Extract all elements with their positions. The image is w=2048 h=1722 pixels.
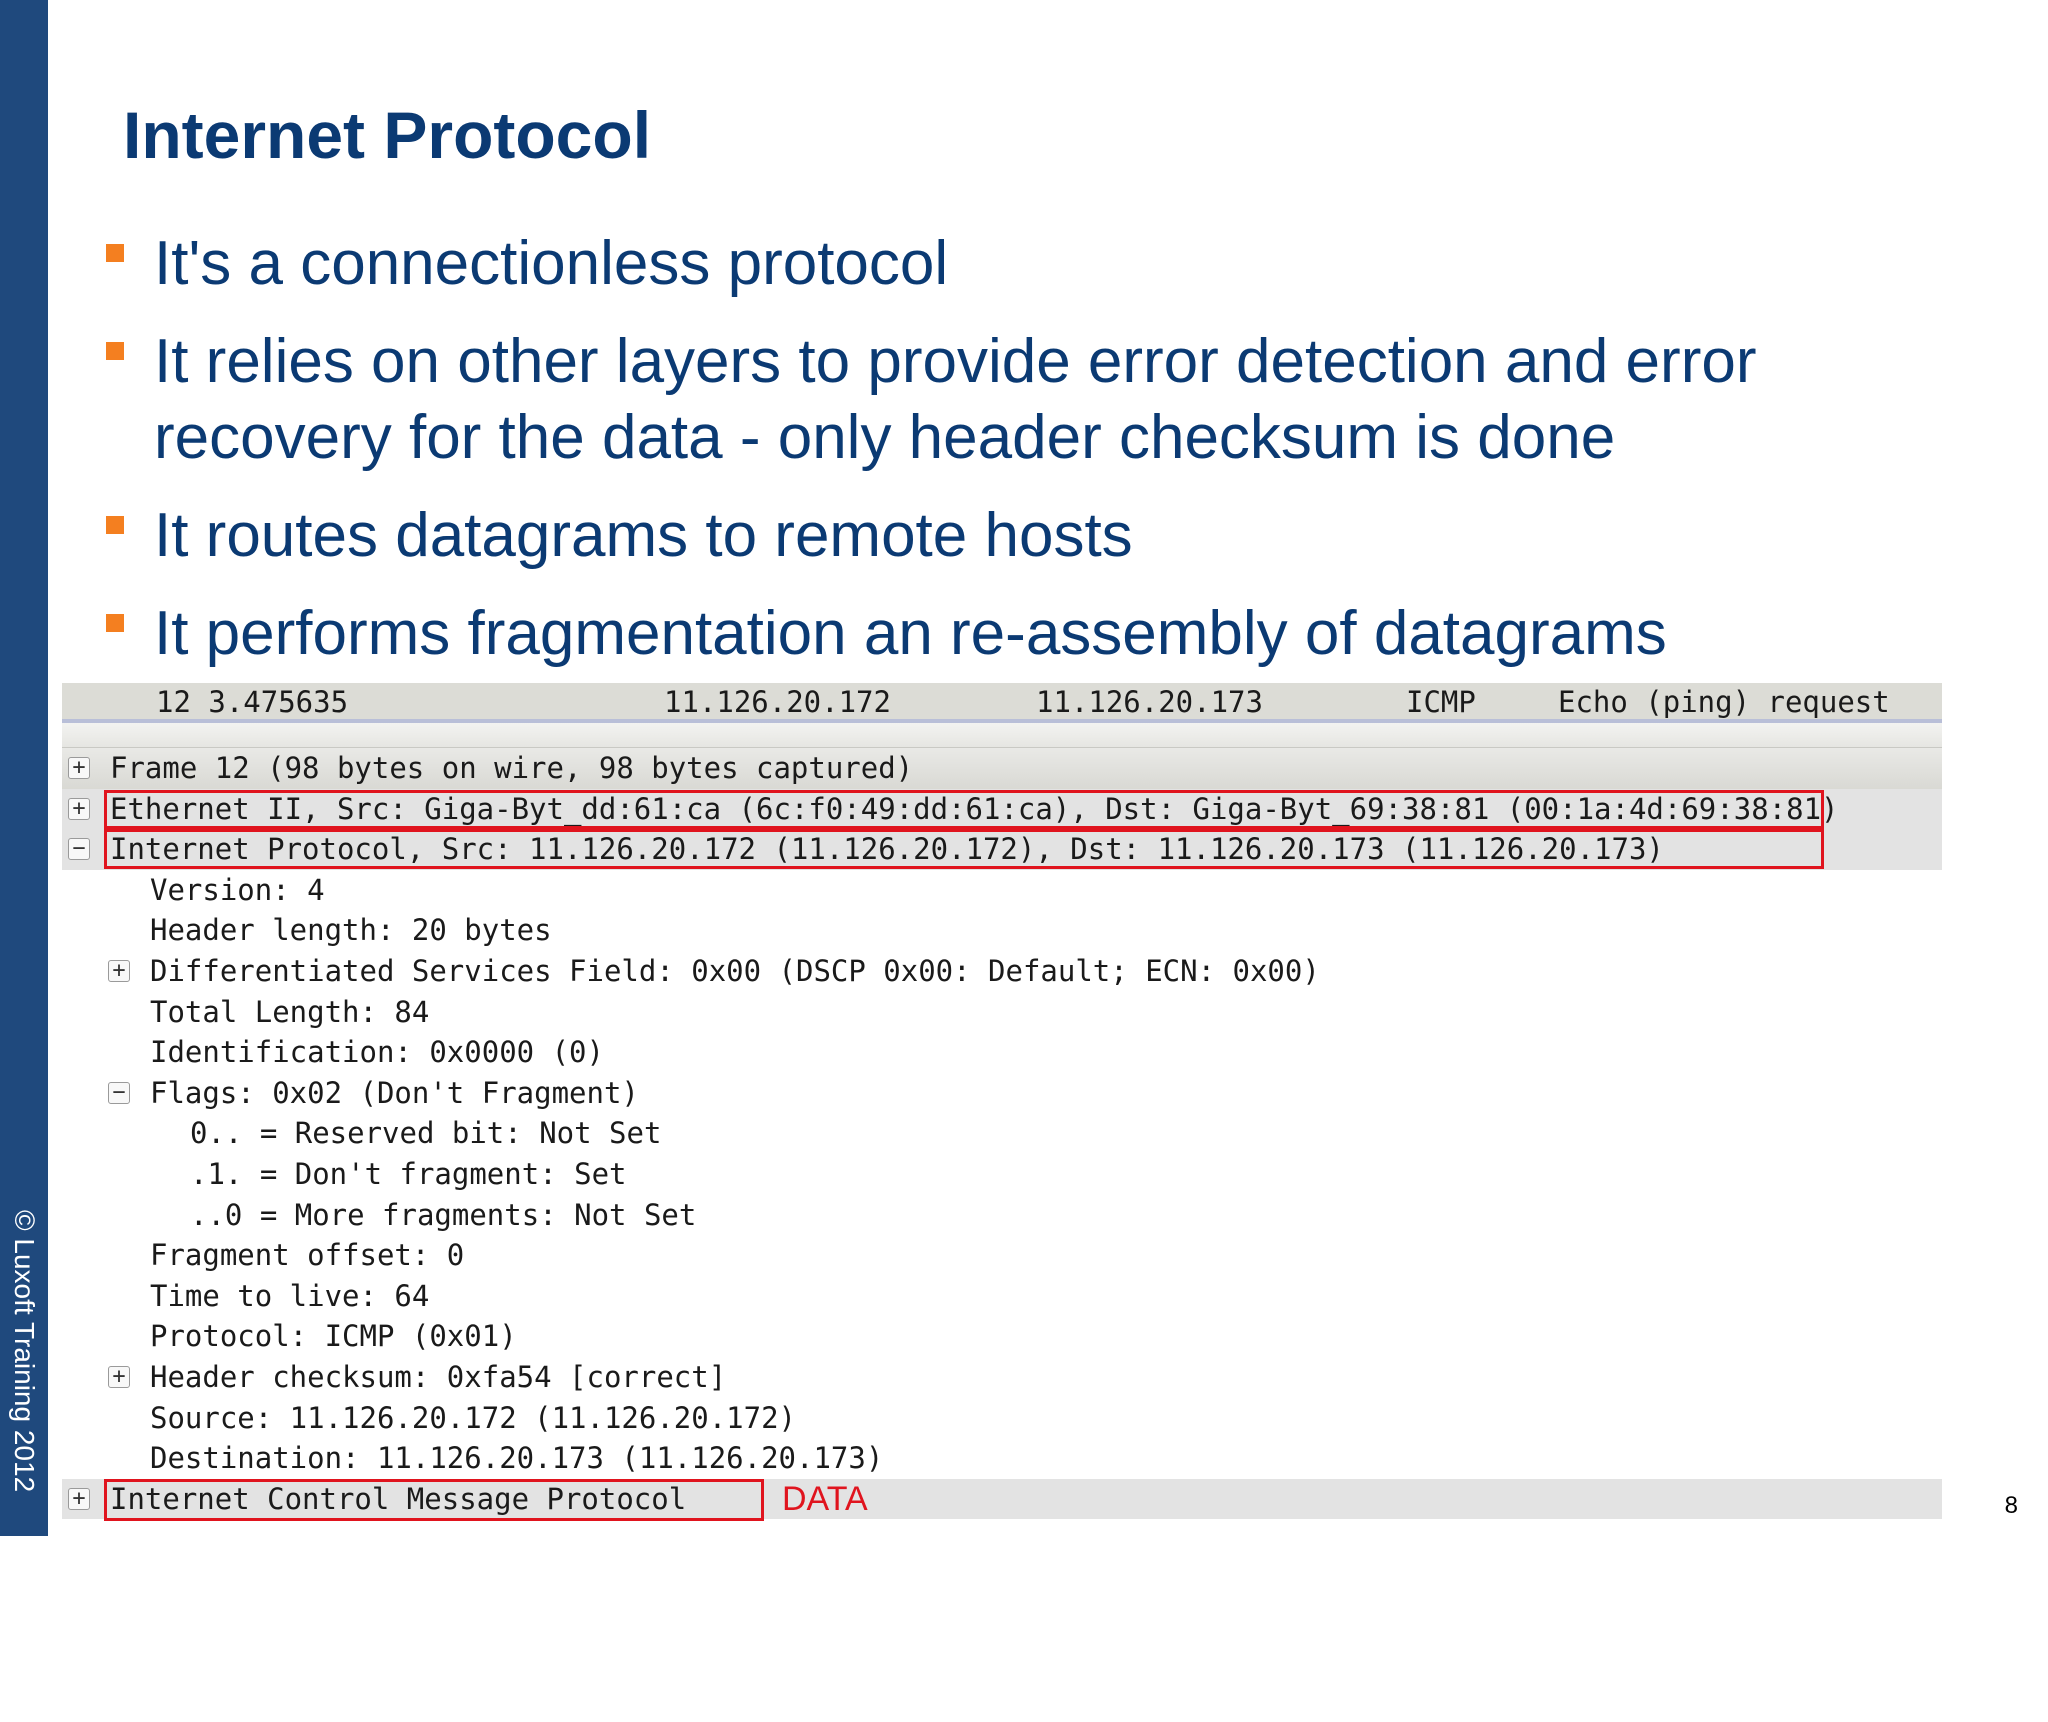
expand-icon[interactable]: +: [68, 797, 90, 820]
bullet-item: It's a connectionless protocol: [100, 226, 1960, 302]
data-label: DATA: [782, 1479, 868, 1518]
square-bullet-icon: [106, 516, 124, 534]
packet-destination: 11.126.20.173: [1036, 685, 1263, 719]
bullet-item: It routes datagrams to remote hosts: [100, 498, 1960, 574]
highlight-box: [104, 1478, 764, 1521]
square-bullet-icon: [106, 614, 124, 632]
tree-text: Flags: 0x02 (Don't Fragment): [150, 1075, 639, 1110]
tree-text: ..0 = More fragments: Not Set: [190, 1197, 697, 1232]
tree-text: 0.. = Reserved bit: Not Set: [190, 1116, 662, 1151]
tree-text: Destination: 11.126.20.173 (11.126.20.17…: [150, 1441, 884, 1476]
tree-text: Differentiated Services Field: 0x00 (DSC…: [150, 953, 1320, 988]
tree-text: Internet Protocol, Src: 11.126.20.172 (1…: [110, 832, 1664, 867]
tree-row[interactable]: .1. = Don't fragment: Set: [62, 1154, 1942, 1195]
tree-row[interactable]: + Header checksum: 0xfa54 [correct]: [62, 1357, 1942, 1398]
packet-source: 11.126.20.172: [664, 685, 891, 719]
collapse-icon[interactable]: −: [108, 1081, 130, 1104]
tree-text: Header checksum: 0xfa54 [correct]: [150, 1359, 727, 1394]
tree-row-ethernet[interactable]: + Ethernet II, Src: Giga-Byt_dd:61:ca (6…: [62, 788, 1942, 830]
tree-row[interactable]: Identification: 0x0000 (0): [62, 1032, 1942, 1073]
bullet-item: It performs fragmentation an re-assembly…: [100, 596, 1960, 672]
tree-text: Identification: 0x0000 (0): [150, 1035, 604, 1070]
tree-row-frame[interactable]: + Frame 12 (98 bytes on wire, 98 bytes c…: [62, 748, 1942, 789]
bullet-text: It performs fragmentation an re-assembly…: [154, 599, 1667, 668]
tree-row[interactable]: Source: 11.126.20.172 (11.126.20.172): [62, 1398, 1942, 1439]
tree-text: Protocol: ICMP (0x01): [150, 1319, 517, 1354]
tree-row-ip[interactable]: − Internet Protocol, Src: 11.126.20.172 …: [62, 829, 1942, 870]
packet-no-time: 12 3.475635: [156, 685, 349, 719]
bullet-text: It routes datagrams to remote hosts: [154, 501, 1133, 570]
tree-row[interactable]: Total Length: 84: [62, 992, 1942, 1033]
expand-icon[interactable]: +: [108, 1365, 130, 1388]
page-number: 8: [2004, 1492, 2018, 1519]
bullet-list: It's a connectionless protocol It relies…: [100, 226, 1960, 694]
tree-row[interactable]: Fragment offset: 0: [62, 1235, 1942, 1276]
tree-row[interactable]: − Flags: 0x02 (Don't Fragment): [62, 1073, 1942, 1114]
tree-text: Total Length: 84: [150, 994, 430, 1029]
wireshark-screenshot: 12 3.475635 11.126.20.172 11.126.20.173 …: [62, 683, 1942, 1521]
tree-row[interactable]: + Differentiated Services Field: 0x00 (D…: [62, 951, 1942, 992]
tree-row[interactable]: Destination: 11.126.20.173 (11.126.20.17…: [62, 1438, 1942, 1479]
tree-text: Internet Control Message Protocol: [110, 1481, 687, 1516]
tree-text: Time to live: 64: [150, 1278, 430, 1313]
tree-text: Source: 11.126.20.172 (11.126.20.172): [150, 1400, 797, 1435]
square-bullet-icon: [106, 342, 124, 360]
tree-row[interactable]: ..0 = More fragments: Not Set: [62, 1195, 1942, 1236]
bullet-item: It relies on other layers to provide err…: [100, 324, 1960, 476]
tree-text: Fragment offset: 0: [150, 1238, 465, 1273]
copyright-text: © Luxoft Training 2012: [9, 1210, 40, 1493]
tree-row-icmp[interactable]: + Internet Control Message Protocol DATA: [62, 1478, 1942, 1521]
square-bullet-icon: [106, 244, 124, 262]
tree-text: .1. = Don't fragment: Set: [190, 1156, 627, 1191]
bullet-text: It's a connectionless protocol: [154, 229, 949, 298]
expand-icon[interactable]: +: [108, 959, 130, 982]
tree-text: Version: 4: [150, 872, 325, 907]
tree-row[interactable]: 0.. = Reserved bit: Not Set: [62, 1113, 1942, 1154]
tree-text: Ethernet II, Src: Giga-Byt_dd:61:ca (6c:…: [110, 791, 1839, 826]
bullet-text: It relies on other layers to provide err…: [154, 327, 1757, 472]
expand-icon[interactable]: +: [68, 1487, 90, 1510]
tree-row[interactable]: Time to live: 64: [62, 1276, 1942, 1317]
packet-info: Echo (ping) request: [1558, 685, 1890, 719]
tree-text: Frame 12 (98 bytes on wire, 98 bytes cap…: [110, 751, 914, 785]
packet-list-row[interactable]: 12 3.475635 11.126.20.172 11.126.20.173 …: [62, 683, 1942, 723]
expand-icon[interactable]: +: [68, 757, 90, 779]
sidebar-band: © Luxoft Training 2012: [0, 0, 48, 1536]
highlight-box: [104, 829, 1824, 870]
highlight-box: [104, 789, 1824, 829]
tree-row[interactable]: Header length: 20 bytes: [62, 910, 1942, 951]
packet-protocol: ICMP: [1406, 685, 1476, 719]
collapse-icon[interactable]: −: [68, 838, 90, 861]
tree-text: Header length: 20 bytes: [150, 913, 552, 948]
pane-splitter[interactable]: [62, 723, 1942, 748]
tree-row[interactable]: Protocol: ICMP (0x01): [62, 1316, 1942, 1357]
slide-title: Internet Protocol: [123, 98, 652, 172]
tree-row[interactable]: Version: 4: [62, 870, 1942, 911]
